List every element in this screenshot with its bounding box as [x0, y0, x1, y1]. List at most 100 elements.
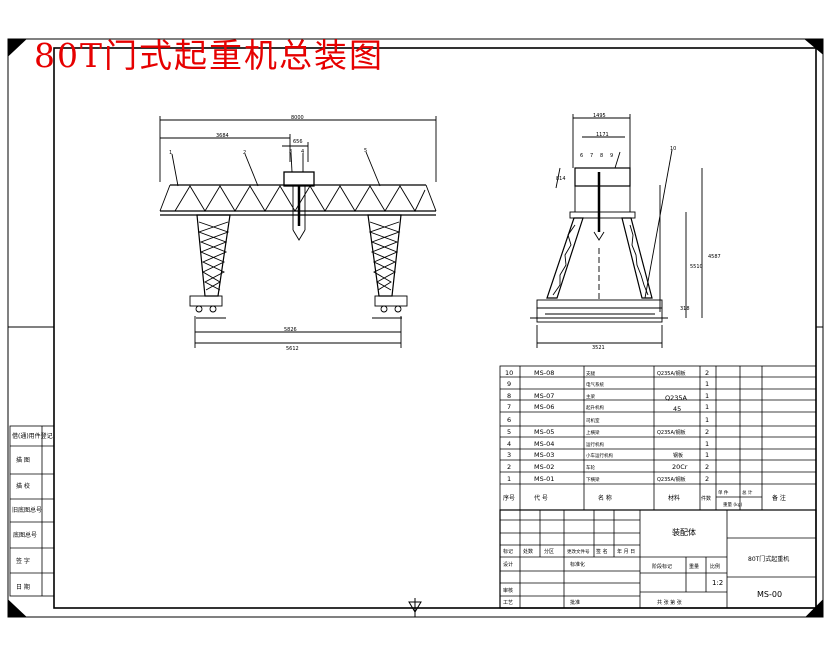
side-panel-label: 底图总号 [13, 531, 37, 539]
balloon-label: 6 [580, 153, 583, 159]
svg-text:上横梁: 上横梁 [586, 429, 600, 436]
svg-text:备 注: 备 注 [772, 494, 786, 502]
svg-text:起升机构: 起升机构 [586, 404, 604, 411]
svg-text:9: 9 [507, 380, 511, 388]
title-row-label: 年 月 日 [617, 548, 635, 555]
weight-label: 重量 [689, 563, 699, 570]
parts-table-text: 10 MS-08 支腿 Q235A/钢板 2 9 电气系统 1 8 MS-07 … [503, 369, 786, 508]
svg-text:单 件: 单 件 [718, 489, 729, 496]
table-row: 2 MS-02 车轮 20Cr 2 [507, 463, 709, 471]
svg-text:2: 2 [705, 428, 709, 436]
svg-text:MS-07: MS-07 [534, 392, 554, 400]
table-header: 序号 代 号 名 称 材料 件数 单 件 总 计 重量 (kg) 备 注 [503, 489, 786, 508]
svg-text:总 计: 总 计 [742, 489, 753, 496]
dim-height2: 5510 [690, 264, 703, 270]
svg-text:名 称: 名 称 [598, 494, 612, 502]
side-panel [9, 425, 55, 597]
svg-text:3: 3 [507, 451, 511, 459]
side-panel-label: 旧底图总号 [12, 506, 42, 514]
svg-text:运行机构: 运行机构 [586, 441, 604, 448]
title-block-text: 装配体 80T门式起重机 MS-00 1:2 阶段标记 重量 比例 标记 处数 … [503, 527, 789, 606]
scale-label: 比例 [710, 563, 720, 570]
balloon-label: 2 [243, 150, 246, 156]
svg-text:支腿: 支腿 [586, 370, 595, 377]
svg-text:1: 1 [705, 392, 709, 400]
stage-label: 阶段标记 [652, 563, 672, 570]
title-block [499, 509, 817, 609]
svg-text:重量 (kg): 重量 (kg) [723, 501, 743, 508]
svg-text:2: 2 [507, 463, 511, 471]
svg-text:2: 2 [705, 369, 709, 377]
svg-text:1: 1 [507, 475, 511, 483]
dim-small: 656 [293, 139, 303, 145]
side-panel-label: 描 校 [16, 482, 30, 490]
svg-text:1: 1 [705, 451, 709, 459]
side-panel-labels: 借(通)用件登记 描 图 描 校 旧底图总号 底图总号 签 字 日 期 [12, 432, 53, 591]
assembly-label: 装配体 [672, 527, 696, 537]
approve-label: 批准 [570, 599, 580, 606]
table-row: 7 MS-06 起升机构 45 1 [507, 403, 709, 413]
table-row: 5 MS-05 上横梁 Q235A/钢板 2 [507, 428, 709, 436]
svg-text:Q235A/钢板: Q235A/钢板 [657, 370, 686, 377]
dim-base: 3521 [592, 345, 605, 351]
balloon-label: 3 [289, 149, 292, 155]
balloon-label: 9 [610, 153, 613, 159]
svg-text:代 号: 代 号 [534, 494, 548, 502]
svg-text:6: 6 [507, 416, 511, 424]
svg-text:7: 7 [507, 403, 511, 411]
side-panel-label: 借(通)用件登记 [12, 432, 53, 440]
svg-text:MS-04: MS-04 [534, 440, 554, 448]
svg-text:10: 10 [505, 369, 513, 377]
svg-text:MS-03: MS-03 [534, 451, 554, 459]
balloon-label: 8 [600, 153, 603, 159]
side-view-labels: 1495 1171 4587 5510 814 318 3521 6 7 8 9… [556, 113, 721, 351]
svg-text:Q235A/钢板: Q235A/钢板 [657, 429, 686, 436]
drawing-frame [7, 38, 824, 618]
title-row-label: 分区 [544, 548, 554, 555]
svg-text:1: 1 [705, 380, 709, 388]
sheets-label: 共 张 第 张 [657, 599, 682, 606]
machine-name: 80T门式起重机 [748, 555, 789, 563]
svg-text:Q235A/钢板: Q235A/钢板 [657, 476, 686, 483]
svg-text:1: 1 [705, 440, 709, 448]
svg-text:下横梁: 下横梁 [586, 476, 600, 483]
svg-text:5: 5 [507, 428, 511, 436]
svg-text:45: 45 [673, 405, 681, 413]
svg-text:MS-01: MS-01 [534, 475, 554, 483]
check-label: 审核 [503, 587, 513, 594]
svg-text:材料: 材料 [668, 494, 680, 502]
front-view-labels: 8000 3684 656 5826 5612 1 2 3 4 5 [169, 115, 367, 352]
dim-overall: 8000 [291, 115, 304, 121]
table-row: 10 MS-08 支腿 Q235A/钢板 2 [505, 369, 709, 377]
dim-left: 3684 [216, 133, 229, 139]
balloon-label: 1 [169, 150, 172, 156]
table-row: 4 MS-04 运行机构 1 [507, 440, 709, 448]
svg-text:8: 8 [507, 392, 511, 400]
svg-text:车轮: 车轮 [586, 464, 595, 471]
balloon-label: 5 [364, 148, 367, 154]
svg-text:钢板: 钢板 [673, 452, 683, 459]
title-row-label: 标记 [503, 548, 513, 555]
front-view [159, 116, 437, 348]
dim-wheelbase-inner: 5826 [284, 327, 297, 333]
drawing-number: MS-00 [757, 590, 782, 599]
parts-table [499, 365, 817, 511]
balloon-label: 10 [670, 146, 676, 152]
svg-text:件数: 件数 [701, 495, 711, 502]
side-panel-label: 描 图 [16, 456, 30, 464]
svg-text:MS-05: MS-05 [534, 428, 554, 436]
svg-text:2: 2 [705, 475, 709, 483]
svg-text:主梁: 主梁 [586, 393, 595, 400]
side-view [530, 114, 703, 348]
svg-text:1: 1 [705, 403, 709, 411]
dim-wheelbase-outer: 5612 [286, 346, 299, 352]
svg-text:4: 4 [507, 440, 511, 448]
standard-label: 标准化 [570, 561, 585, 568]
dim-small2: 318 [680, 306, 690, 312]
page-title: 80T门式起重机总装图 [34, 36, 385, 75]
process-label: 工艺 [503, 600, 513, 606]
balloon-label: 4 [301, 149, 304, 155]
table-row: 8 MS-07 主梁 Q235A 1 [507, 392, 709, 402]
scale-value: 1:2 [712, 579, 723, 587]
